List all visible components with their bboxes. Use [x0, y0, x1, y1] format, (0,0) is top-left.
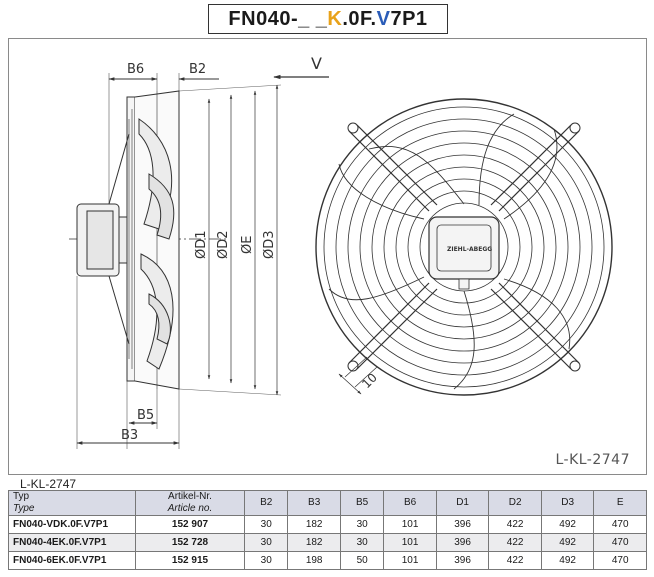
header-type-de: Typ [13, 491, 30, 502]
header-d2: D2 [488, 490, 542, 516]
cell-b6: 101 [383, 551, 437, 570]
technical-drawing: B6 B2 V B5 B3 ØD1 ØD2 ØE ØD3 [8, 38, 647, 475]
side-view [69, 73, 329, 449]
header-type: Typ Type [8, 490, 136, 516]
specs-table: Typ Type Artikel-Nr. Article no. B2 B3 B… [8, 490, 647, 570]
label-b6: B6 [127, 62, 144, 77]
side-view-labels: B6 B2 V B5 B3 ØD1 ØD2 ØE ØD3 [121, 54, 322, 443]
cell-b6: 101 [383, 515, 437, 534]
header-b5: B5 [339, 490, 385, 516]
drawing-svg: B6 B2 V B5 B3 ØD1 ØD2 ØE ØD3 [69, 54, 613, 449]
header-article-en: Article no. [167, 503, 213, 514]
header-d3: D3 [540, 490, 595, 516]
cell-e: 470 [593, 551, 647, 570]
table-caption: L-KL-2747 [20, 477, 77, 491]
cell-d2: 422 [488, 551, 542, 570]
cell-d2: 422 [488, 533, 542, 552]
cell-d3: 492 [540, 533, 595, 552]
label-b5: B5 [137, 408, 154, 423]
header-type-en: Type [13, 503, 35, 514]
header-article-de: Artikel-Nr. [168, 491, 212, 502]
title-suffix: 7P1 [390, 7, 428, 30]
header-b6: B6 [383, 490, 437, 516]
title-prefix: FN040-_ _ [228, 7, 328, 30]
cell-d1: 396 [435, 515, 490, 534]
brand-logo: ZIEHL-ABEGG [447, 246, 492, 253]
cell-article: 152 907 [135, 515, 245, 534]
cell-d2: 422 [488, 515, 542, 534]
cell-b2: 30 [243, 533, 289, 552]
label-d1: ØD1 [194, 230, 209, 259]
header-b3: B3 [287, 490, 341, 516]
drawing-reference: L-KL-2747 [555, 452, 630, 468]
cell-d3: 492 [540, 551, 595, 570]
cell-type: FN040-VDK.0F.V7P1 [8, 515, 136, 534]
header-e: E [593, 490, 647, 516]
front-view [315, 98, 613, 396]
label-e: ØE [240, 236, 255, 254]
title-v: V [376, 7, 391, 30]
cell-b5: 50 [339, 551, 385, 570]
label-d3: ØD3 [262, 230, 277, 259]
cell-d1: 396 [435, 533, 490, 552]
table-header-row: Typ Type Artikel-Nr. Article no. B2 B3 B… [8, 490, 647, 516]
cell-b3: 182 [287, 515, 341, 534]
title-k: K [327, 7, 343, 30]
cell-b5: 30 [339, 533, 385, 552]
label-d2: ØD2 [216, 230, 231, 259]
header-b2: B2 [243, 490, 289, 516]
table-row: FN040-VDK.0F.V7P1 152 907 30 182 30 101 … [8, 515, 647, 534]
cell-e: 470 [593, 515, 647, 534]
label-v: V [311, 54, 322, 73]
header-d1: D1 [435, 490, 490, 516]
cell-b3: 182 [287, 533, 341, 552]
header-article: Artikel-Nr. Article no. [135, 490, 245, 516]
cell-e: 470 [593, 533, 647, 552]
cell-article: 152 728 [135, 533, 245, 552]
cell-b2: 30 [243, 515, 289, 534]
cell-article: 152 915 [135, 551, 245, 570]
cell-d3: 492 [540, 515, 595, 534]
cell-b5: 30 [339, 515, 385, 534]
cell-b3: 198 [287, 551, 341, 570]
cell-type: FN040-6EK.0F.V7P1 [8, 551, 136, 570]
label-b2: B2 [189, 62, 206, 77]
cell-type: FN040-4EK.0F.V7P1 [8, 533, 136, 552]
table-row: FN040-6EK.0F.V7P1 152 915 30 198 50 101 … [8, 551, 647, 570]
label-hole: 10 [359, 370, 380, 391]
cell-d1: 396 [435, 551, 490, 570]
cell-b6: 101 [383, 533, 437, 552]
title-mid: .0F. [342, 7, 377, 30]
label-b3: B3 [121, 428, 138, 443]
cell-b2: 30 [243, 551, 289, 570]
table-row: FN040-4EK.0F.V7P1 152 728 30 182 30 101 … [8, 533, 647, 552]
